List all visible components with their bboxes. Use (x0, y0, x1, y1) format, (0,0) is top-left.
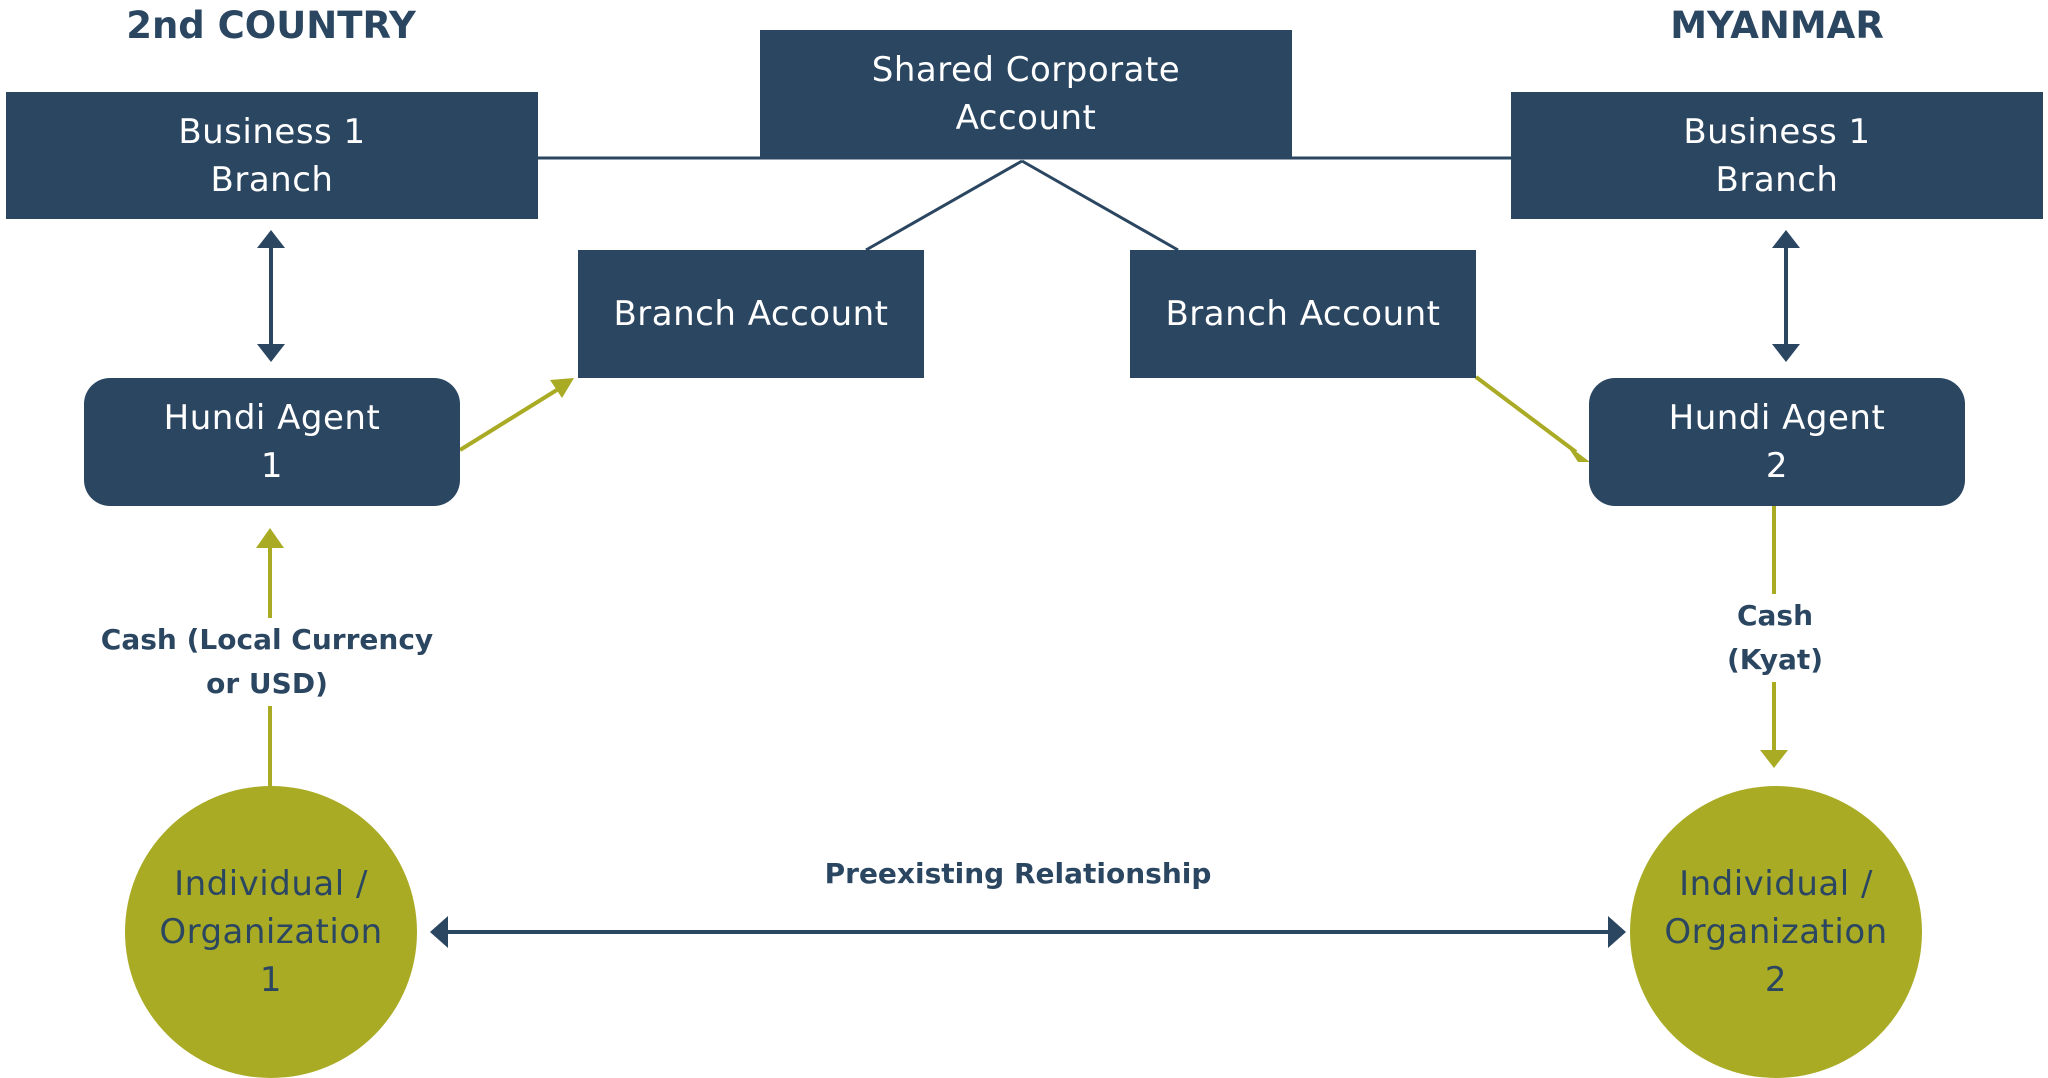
node-line: Account (955, 98, 1097, 138)
node-line: Hundi Agent (1668, 398, 1886, 438)
branch-account-right: Branch Account (1130, 250, 1476, 378)
node-line: Individual / (174, 864, 368, 904)
node-line: Organization (159, 912, 383, 952)
node-line: Branch (1715, 159, 1839, 200)
heading-2nd-country: 2nd COUNTRY (126, 4, 416, 47)
branch-to-hundi2-arrow (1474, 375, 1578, 454)
label-line: Cash (100, 623, 177, 656)
arrowhead-icon (550, 378, 574, 398)
node-line: Branch Account (613, 294, 889, 334)
individual-organization-1: Individual / Organization 1 (125, 786, 417, 1078)
node-line: Organization (1664, 912, 1888, 952)
hundi-agent-2: Hundi Agent 2 (1589, 378, 1965, 506)
arrowhead-up-icon (256, 528, 284, 548)
heading-myanmar: MYANMAR (1670, 4, 1884, 47)
label-line: (Local Currency or USD) (186, 623, 434, 700)
arrowhead-down-icon (1760, 750, 1788, 768)
node-line: 1 (259, 960, 283, 1000)
node-line: Individual / (1679, 864, 1873, 904)
individual-organization-2: Individual / Organization 2 (1630, 786, 1922, 1078)
branch-account-left: Branch Account (578, 250, 924, 378)
node-line: Branch Account (1165, 294, 1441, 334)
node-line: 1 (260, 446, 284, 486)
arrowhead-left-icon (430, 916, 448, 948)
hundi1-to-branch-arrow (458, 386, 562, 452)
arrowhead-right-icon (1608, 916, 1626, 948)
label-line: (Kyat) (1726, 643, 1824, 676)
relationship-label: Preexisting Relationship (718, 852, 1318, 896)
shared-to-branch-left-line (865, 159, 1023, 252)
arrowhead-up-icon (257, 230, 285, 248)
node-line: Business 1 (178, 111, 366, 152)
node-line: 2 (1764, 960, 1788, 1000)
label-line: Cash (1736, 599, 1814, 632)
node-line: Shared Corporate (871, 50, 1181, 90)
arrowhead-down-icon (1772, 344, 1800, 362)
node-line: Branch (210, 159, 334, 200)
business-branch-right: Business 1 Branch (1511, 92, 2043, 219)
hundi-agent-1: Hundi Agent 1 (84, 378, 460, 506)
arrowhead-down-icon (257, 344, 285, 362)
business-branch-left: Business 1 Branch (6, 92, 538, 219)
arrowhead-up-icon (1772, 230, 1800, 248)
cash-label-left: Cash (Local Currency or USD) (84, 618, 450, 706)
shared-corporate-account: Shared Corporate Account (760, 30, 1292, 158)
cash-label-right: Cash (Kyat) (1700, 594, 1850, 682)
arrowhead-icon (1566, 444, 1590, 462)
node-line: Business 1 (1683, 111, 1871, 152)
shared-to-branch-right-line (1021, 159, 1179, 252)
node-line: Hundi Agent (163, 398, 381, 438)
node-line: 2 (1765, 446, 1789, 486)
